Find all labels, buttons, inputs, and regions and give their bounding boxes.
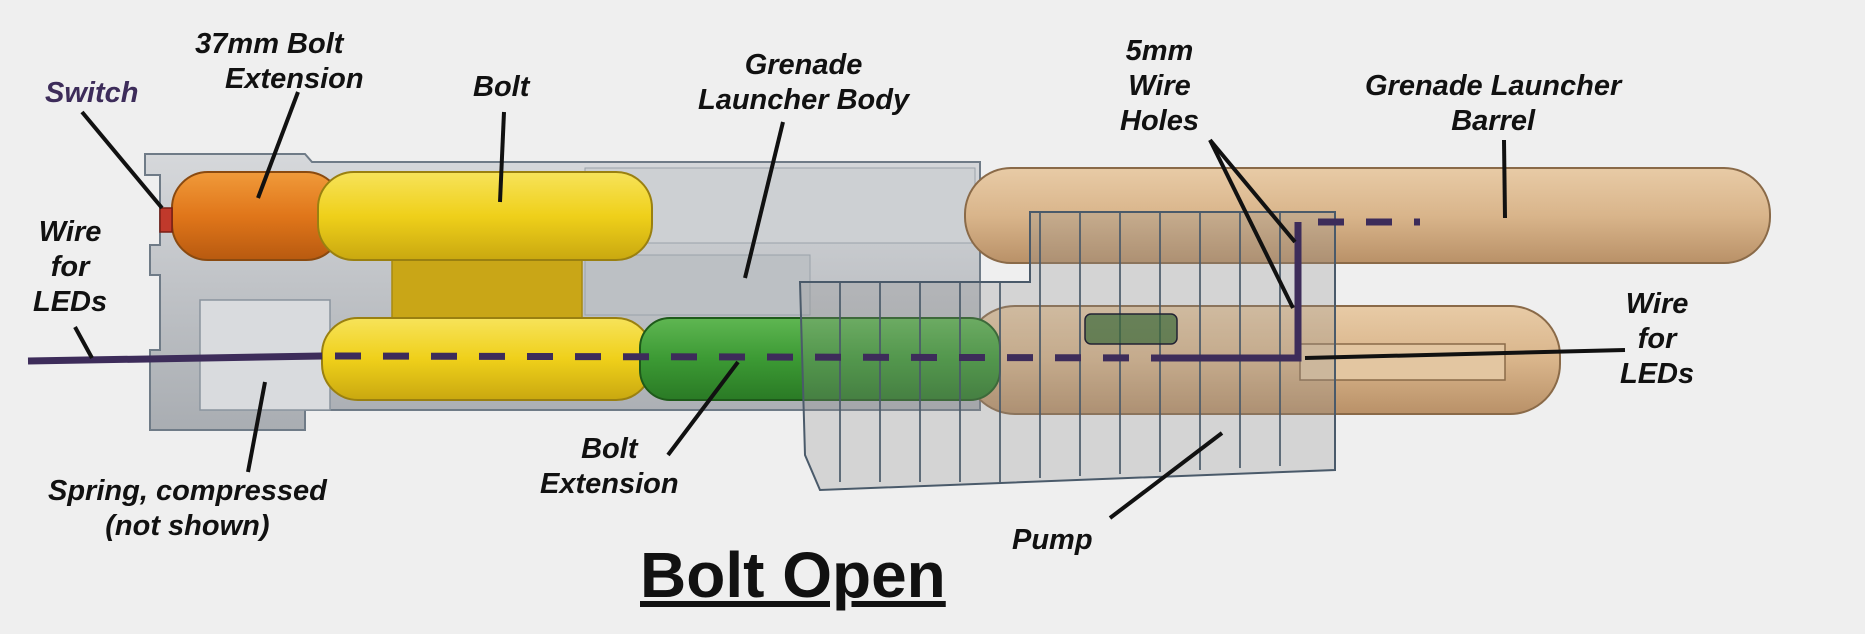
label-bolt: Bolt	[473, 70, 529, 105]
label-wire-holes-line-2: Wire	[1128, 70, 1191, 102]
label-37mm-line-1: 37mm Bolt	[195, 28, 344, 60]
label-spring: Spring, compressed (not shown)	[48, 474, 327, 544]
label-switch: Switch	[45, 76, 138, 111]
label-wire-holes: 5mm Wire Holes	[1120, 34, 1199, 139]
pump-part	[798, 211, 1336, 492]
label-wire-right-line-2: for	[1637, 323, 1677, 355]
label-pump-text: Pump	[1012, 524, 1093, 556]
label-bolt-extension: Bolt Extension	[540, 432, 679, 502]
label-wire-left-line-1: Wire	[38, 216, 102, 248]
label-barrel: Grenade Launcher Barrel	[1365, 69, 1621, 139]
label-pump: Pump	[1012, 523, 1093, 558]
label-switch-text: Switch	[45, 77, 139, 109]
label-barrel-line-1: Grenade Launcher	[1365, 70, 1622, 102]
label-wire-left-line-3: LEDs	[33, 286, 108, 318]
label-spring-line-2: (not shown)	[105, 510, 270, 542]
label-37mm-bolt-extension: 37mm Bolt Extension	[175, 27, 364, 97]
label-wire-right-line-3: LEDs	[1620, 358, 1695, 390]
bolt-extension-37mm	[171, 171, 343, 261]
label-wire-left-line-2: for	[50, 251, 90, 283]
label-barrel-line-2: Barrel	[1451, 105, 1536, 137]
label-bolt-extension-line-2: Extension	[540, 468, 679, 500]
label-launcher-body-line-2: Launcher Body	[698, 84, 910, 116]
label-bolt-text: Bolt	[473, 71, 530, 103]
label-launcher-body: Grenade Launcher Body	[698, 48, 909, 118]
label-spring-line-1: Spring, compressed	[48, 475, 327, 507]
led-wire	[27, 218, 1420, 365]
switch-part	[159, 207, 173, 233]
label-wire-holes-line-3: Holes	[1120, 105, 1199, 137]
callout-lines	[73, 91, 1626, 520]
label-wire-right-line-1: Wire	[1625, 288, 1689, 320]
diagram-title: Bolt Open	[640, 539, 946, 611]
label-37mm-line-2: Extension	[225, 63, 364, 95]
label-wire-leds-right: Wire for LEDs	[1620, 287, 1694, 392]
label-bolt-extension-line-1: Bolt	[581, 433, 638, 465]
label-wire-holes-line-1: 5mm	[1125, 35, 1194, 67]
label-wire-leds-left: Wire for LEDs	[33, 215, 107, 320]
label-launcher-body-line-1: Grenade	[744, 49, 863, 81]
